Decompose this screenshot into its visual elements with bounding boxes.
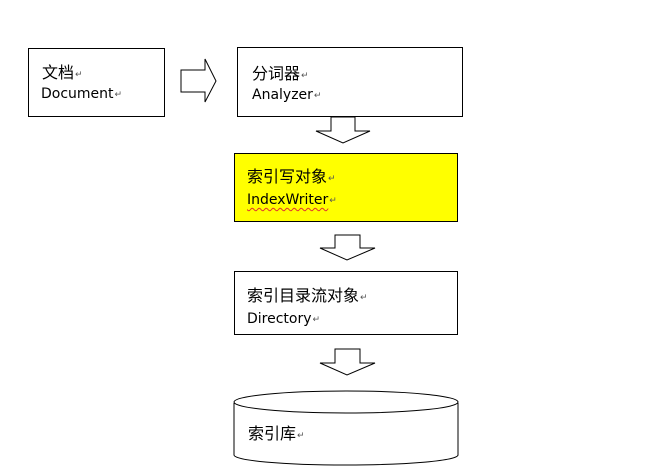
paragraph-mark: ↵ — [360, 293, 368, 303]
node-document: 文档↵ Document↵ — [28, 48, 165, 117]
node-document-zh-label: 文档↵ — [42, 63, 83, 82]
node-analyzer-zh-label: 分词器↵ — [252, 64, 309, 83]
node-indexwriter-en-label: IndexWriter↵ — [247, 192, 337, 208]
node-analyzer: 分词器↵ Analyzer↵ — [237, 47, 463, 117]
arrow-document-to-analyzer — [180, 58, 217, 103]
paragraph-mark: ↵ — [328, 174, 336, 184]
arrow-indexwriter-to-directory — [319, 234, 376, 261]
arrow-analyzer-to-indexwriter — [315, 116, 371, 144]
node-analyzer-en-label: Analyzer↵ — [252, 87, 322, 103]
node-document-en-label: Document↵ — [41, 86, 123, 102]
node-directory-en-label: Directory↵ — [247, 311, 321, 327]
node-directory: 索引目录流对象↵ Directory↵ — [234, 271, 458, 335]
paragraph-mark: ↵ — [114, 90, 123, 100]
node-directory-zh-label: 索引目录流对象↵ — [247, 286, 368, 305]
index-store-cylinder — [233, 390, 459, 466]
paragraph-mark: ↵ — [312, 315, 321, 325]
node-index-store-label: 索引库↵ — [248, 424, 305, 443]
paragraph-mark: ↵ — [301, 71, 309, 81]
paragraph-mark: ↵ — [75, 70, 83, 80]
paragraph-mark: ↵ — [313, 91, 322, 101]
arrow-directory-to-index-store — [319, 348, 376, 376]
node-indexwriter-zh-label: 索引写对象↵ — [247, 167, 336, 186]
node-indexwriter: 索引写对象↵ IndexWriter↵ — [234, 153, 458, 222]
paragraph-mark: ↵ — [329, 196, 337, 206]
paragraph-mark: ↵ — [297, 431, 305, 441]
